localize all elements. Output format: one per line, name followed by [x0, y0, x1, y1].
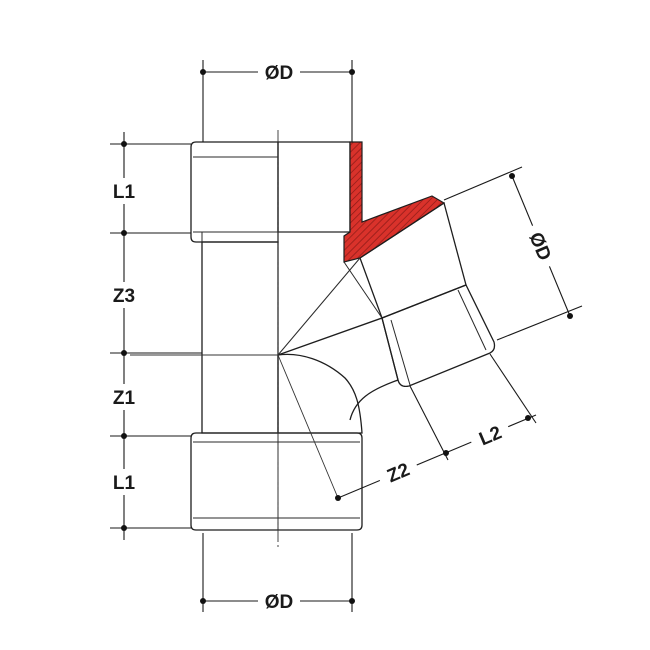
dimension-od-bottom: ØD — [200, 533, 355, 613]
main-pipe-body — [201, 241, 363, 434]
label-od-bottom: ØD — [265, 592, 294, 613]
top-socket — [190, 141, 351, 243]
dimension-left-chain: L1 Z3 Z1 L1 — [104, 132, 202, 540]
branch-pipe — [277, 201, 496, 421]
dimension-od-top: ØD — [200, 60, 355, 142]
section-cut — [343, 141, 446, 263]
bottom-socket — [190, 432, 363, 531]
centerlines — [130, 130, 339, 548]
dimension-z2-l2: Z2 L2 — [335, 353, 537, 501]
label-z1: Z1 — [113, 388, 136, 409]
label-z3: Z3 — [113, 286, 135, 307]
label-l1-bottom: L1 — [113, 473, 136, 494]
label-l1-top: L1 — [113, 182, 136, 203]
label-od-top: ØD — [265, 63, 294, 84]
dimension-od-branch: ØD — [443, 166, 583, 341]
